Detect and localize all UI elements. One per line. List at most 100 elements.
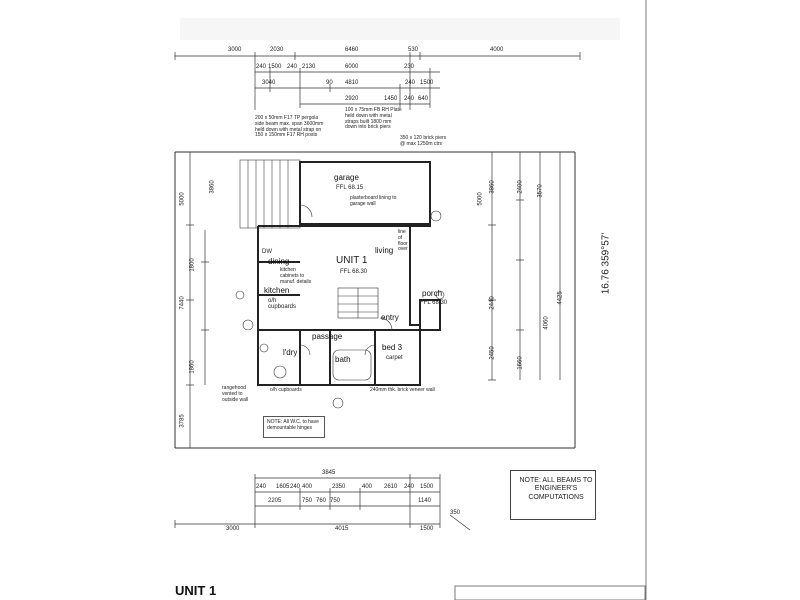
dim-right-9: 1660: [517, 356, 524, 370]
dim-top-1a: 3000: [228, 47, 242, 53]
dim-left-2: 5000: [179, 192, 186, 206]
dw-label: DW: [262, 249, 272, 255]
right-dimension-lines: [488, 151, 561, 381]
dim-top-3b: 4810: [345, 80, 359, 86]
dim-bot-1: 3845: [322, 470, 336, 476]
top-dimension-lines: [174, 52, 581, 110]
door-swings: [299, 204, 393, 356]
dim-bot-2b: 1605: [276, 484, 290, 490]
dim-left-5: 1860: [189, 360, 196, 374]
left-dimension-lines: [186, 151, 209, 448]
dim-right-2: 2400: [517, 180, 524, 194]
dim-bot-2e: 2350: [332, 484, 346, 490]
room-porch: porch: [422, 289, 443, 298]
dim-right-5: 4425: [557, 291, 564, 305]
bottom-title-frame: [454, 585, 646, 600]
dim-top-4d: 640: [418, 96, 429, 102]
dim-bot-2h: 240: [404, 484, 415, 490]
dim-bot-2g: 2610: [384, 484, 398, 490]
building-walls: [257, 161, 441, 386]
grid-markers: [235, 210, 445, 409]
dim-bot-2f: 400: [362, 484, 373, 490]
dim-top-1e: 4000: [490, 47, 504, 53]
dim-right-1: 3860: [489, 180, 496, 194]
floor-over-note: line of floor over: [398, 229, 408, 253]
dim-bot-4a: 3000: [226, 526, 240, 532]
room-ldry: l'dry: [283, 348, 298, 357]
dim-left-6: 3785: [179, 414, 186, 428]
dim-right-4: 3570: [537, 184, 544, 198]
bath-fixtures: [259, 343, 372, 381]
dim-top-2e: 6000: [345, 64, 359, 70]
dim-top-3a: 3040: [262, 80, 276, 86]
dim-left-4: 1800: [189, 258, 196, 272]
dim-bot-3f: 350: [450, 510, 461, 516]
boundary-bearing: 16.76 359°57': [600, 232, 612, 295]
dim-bot-3c: 760: [316, 498, 327, 504]
room-entry: entry: [381, 313, 399, 322]
dim-top-1b: 2030: [270, 47, 284, 53]
dim-bot-4b: 4015: [335, 526, 349, 532]
room-kitchen: kitchen: [264, 286, 290, 295]
room-bed3: bed 3: [382, 343, 403, 352]
wc-hinge-note-box: NOTE: All W.C. to have demountable hinge…: [263, 416, 325, 438]
dim-bot-2d: 400: [302, 484, 313, 490]
dim-top-1c: 6460: [345, 47, 359, 53]
garage-level: FFL 68.15: [336, 185, 364, 191]
dim-bot-3a: 2205: [268, 498, 282, 504]
dim-top-2c: 240: [287, 64, 298, 70]
dim-left-1: 3860: [209, 180, 216, 194]
dim-top-2b: 1500: [268, 64, 282, 70]
oh-cupboards-note: o/h cupboards: [270, 387, 302, 393]
kitchen-cabinet-note: kitchen cabinets to manuf. details: [280, 267, 312, 285]
wc-hinge-note: NOTE: All W.C. to have demountable hinge…: [267, 419, 319, 431]
dim-top-4b: 1450: [384, 96, 398, 102]
unit-level: FFL 68.30: [340, 269, 368, 275]
dim-bot-2c: 240: [290, 484, 301, 490]
rangehood-note: rangehood vented to outside wall: [222, 385, 249, 403]
room-bath: bath: [335, 355, 351, 364]
beams-note-box: NOTE: ALL BEAMS TO ENGINEER'S COMPUTATIO…: [510, 470, 596, 520]
dim-top-3e: 90: [326, 80, 333, 86]
dim-bot-3d: 750: [330, 498, 341, 504]
dim-bot-2a: 240: [256, 484, 267, 490]
dim-bot-3e: 1140: [418, 498, 431, 504]
dim-top-3c: 240: [405, 80, 416, 86]
dim-right-8: 2450: [489, 346, 496, 360]
room-garage: garage: [334, 173, 359, 182]
dim-right-6: 2440: [489, 296, 496, 310]
faded-header: [180, 18, 620, 40]
bottom-dimension-lines: [174, 474, 471, 531]
dim-top-4c: 240: [404, 96, 415, 102]
dim-top-1d: 530: [408, 47, 419, 53]
dim-right-7: 4060: [543, 316, 550, 330]
bed3-carpet: carpet: [386, 355, 403, 361]
porch-level: FFL 68.30: [420, 300, 448, 306]
dim-right-3: 5000: [477, 192, 484, 206]
pergola-hatching: [239, 159, 301, 229]
room-dining: dining: [268, 257, 290, 266]
dim-left-3: 7440: [179, 296, 186, 310]
room-passage: passage: [312, 332, 343, 341]
veneer-note: 240mm thk. brick veneer wall: [370, 387, 435, 393]
dim-top-4a: 2920: [345, 96, 359, 102]
oh-cupboards-label: o/h cupboards: [268, 298, 297, 310]
dim-top-3d: 1500: [420, 80, 434, 86]
stair: [337, 287, 379, 319]
dim-top-2d: 2130: [302, 64, 316, 70]
dim-top-2a: 240: [256, 64, 267, 70]
page-title: UNIT 1: [175, 583, 217, 598]
plasterboard-note: plasterboard lining to garage wall: [350, 195, 397, 207]
pergola-note: 200 x 50mm F17 TP pergola side beam max.…: [255, 115, 324, 139]
fb-note: 100 x 75mm FB RH Plate held down with me…: [345, 107, 402, 131]
beams-note: NOTE: ALL BEAMS TO ENGINEER'S COMPUTATIO…: [519, 477, 593, 501]
room-living: living: [375, 246, 394, 255]
dim-bot-2i: 1500: [420, 484, 434, 490]
piers-note: 350 x 120 brick piers @ max 1250m ctrs: [400, 135, 447, 147]
dim-top-2f: 230: [404, 64, 415, 70]
unit-label: UNIT 1: [336, 255, 368, 266]
dim-bot-3b: 750: [302, 498, 313, 504]
dim-bot-4c: 1500: [420, 526, 434, 532]
